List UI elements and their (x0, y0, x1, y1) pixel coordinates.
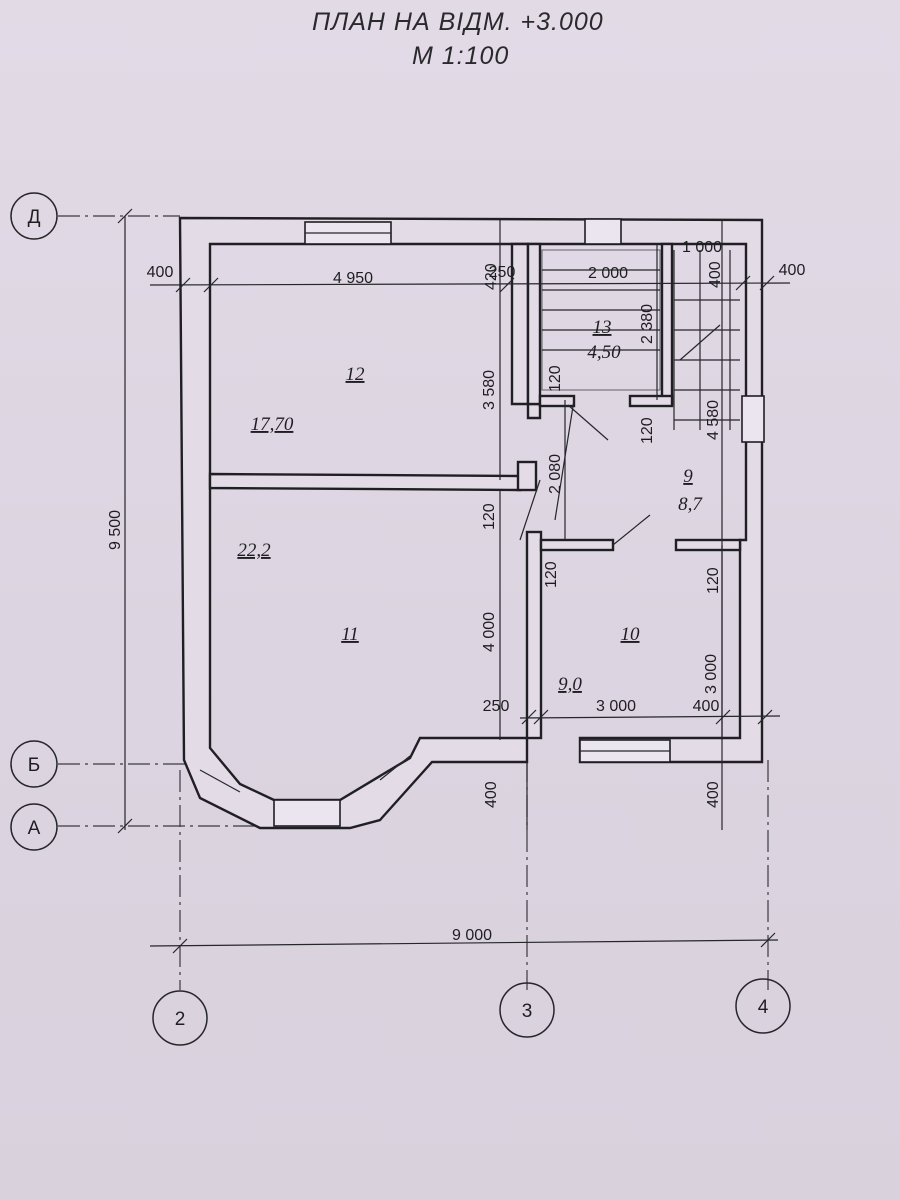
axis-bubble-b: Б (10, 740, 58, 788)
dimension-texts: 400 4 950 250 420 2 000 1 000 400 400 3 … (107, 239, 805, 944)
dim-2080: 2 080 (547, 454, 564, 494)
dim-bottom-250: 250 (483, 698, 510, 715)
svg-text:3: 3 (522, 1001, 533, 1022)
dim-room12-height: 3 580 (481, 370, 498, 410)
dim-stair-height: 2 380 (639, 304, 656, 344)
dim-top-400-inner: 400 (707, 261, 724, 288)
room-12-number: 12 (346, 364, 366, 385)
room-9-number: 9 (683, 466, 693, 487)
outer-walls (178, 216, 764, 830)
room-10-number: 10 (621, 624, 641, 645)
axis-bubble-3: 3 (499, 982, 555, 1038)
dim-room11-height: 4 000 (481, 612, 498, 652)
axis-bubble-4: 4 (735, 978, 791, 1034)
room-12-area: 17,70 (251, 414, 294, 435)
dim-top-right-wall: 400 (779, 262, 806, 279)
door-swings (519, 399, 651, 546)
svg-text:2: 2 (175, 1009, 186, 1030)
stair (541, 249, 740, 430)
windows (199, 218, 765, 827)
room-13-area: 4,50 (587, 342, 621, 363)
dim-room10-width: 3 000 (596, 698, 636, 715)
room-11-number: 11 (341, 624, 359, 645)
dim-room10-height: 3 000 (703, 654, 720, 694)
dim-top-left-wall: 400 (147, 264, 174, 281)
plan-title: ПЛАН НА ВІДМ. +3.000 (312, 8, 604, 36)
dim-top-420: 420 (483, 263, 500, 290)
plan-scale: М 1:100 (412, 42, 510, 70)
dim-bottom-right-400: 400 (693, 698, 720, 715)
svg-text:4: 4 (758, 997, 769, 1018)
room-13-number: 13 (593, 317, 612, 338)
axis-bubble-a: А (10, 803, 58, 851)
dim-total-width: 9 000 (452, 927, 492, 944)
dim-120-a: 120 (547, 365, 564, 392)
dim-120-d: 120 (543, 561, 560, 588)
partitions (208, 242, 742, 740)
svg-text:Б: Б (28, 755, 40, 776)
svg-text:Д: Д (28, 207, 41, 228)
dim-bottom-400-right: 400 (705, 781, 722, 808)
room-9-area: 8,7 (678, 494, 703, 515)
axis-bubble-2: 2 (152, 990, 208, 1046)
dim-120-e: 120 (705, 567, 722, 594)
dim-top-250: 250 (489, 264, 516, 281)
room-10-area: 9,0 (558, 674, 582, 695)
dim-stair-width: 2 000 (588, 265, 628, 282)
dim-corridor-height: 4 580 (705, 400, 722, 440)
dim-total-height: 9 500 (107, 510, 124, 550)
svg-text:А: А (28, 818, 41, 839)
dimension-lines (117, 208, 791, 954)
room-labels: 12 17,70 22,2 11 13 4,50 9 8,7 10 9,0 (237, 317, 703, 695)
dim-bottom-400-left: 400 (483, 781, 500, 808)
dim-room12-width: 4 950 (333, 270, 373, 287)
axis-bubble-d: Д (10, 192, 58, 240)
dim-120-b: 120 (639, 417, 656, 444)
room-11-area: 22,2 (237, 540, 271, 561)
dim-top-1000: 1 000 (682, 239, 722, 256)
dim-120-c: 120 (481, 503, 498, 530)
